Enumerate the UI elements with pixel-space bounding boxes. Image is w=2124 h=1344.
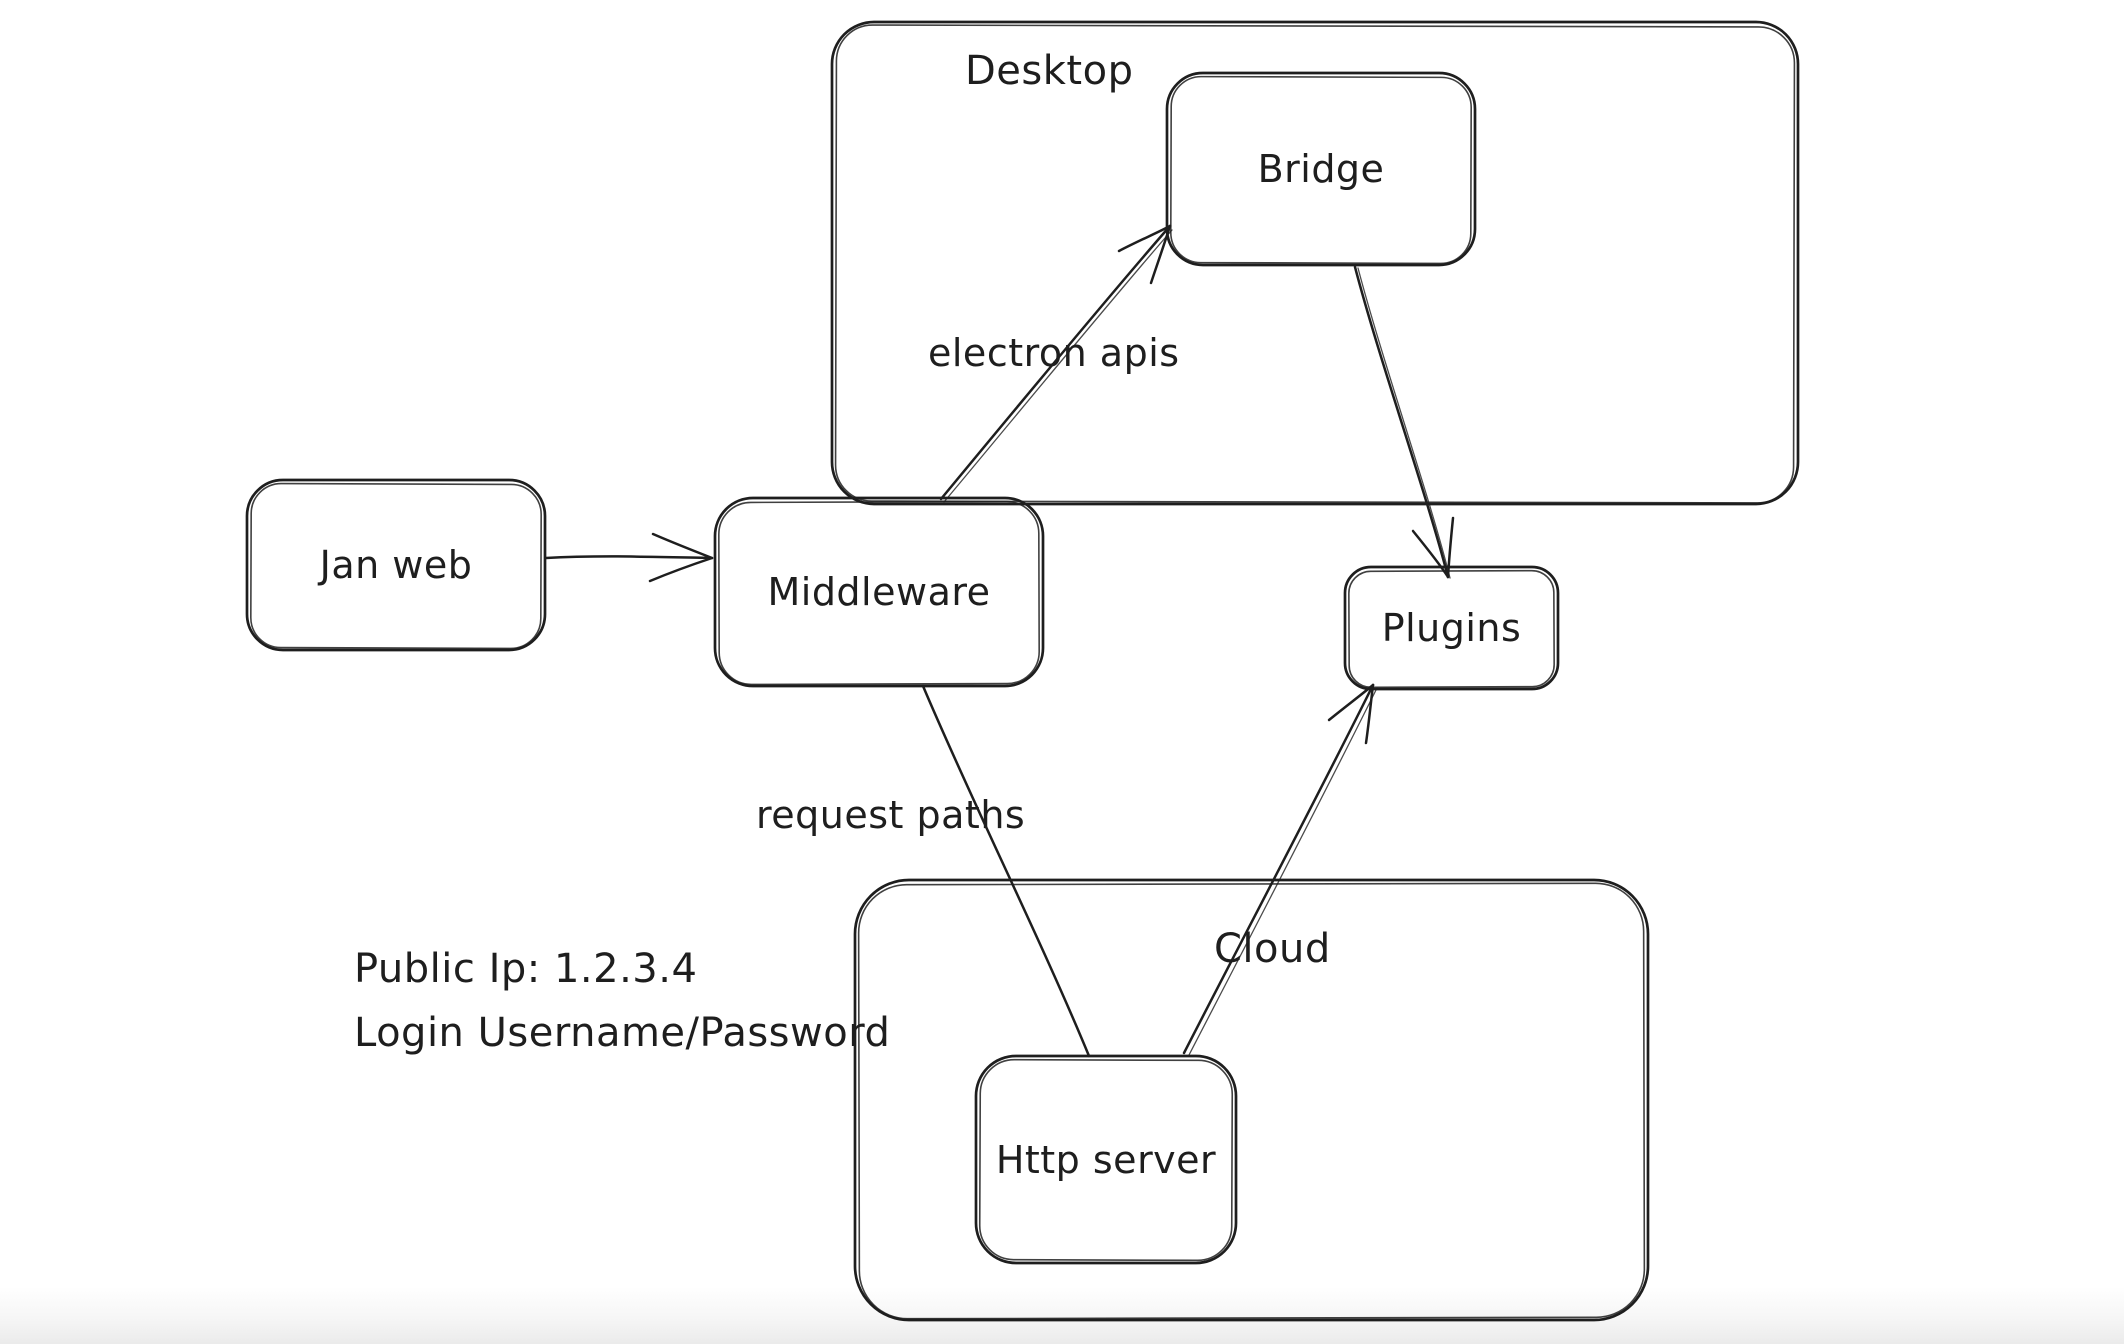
arrow-middleware-to-bridge[interactable]: [939, 224, 1173, 503]
electron-apis-edge-label[interactable]: electron apis: [928, 331, 1180, 375]
cloud-container-label[interactable]: Cloud: [1214, 926, 1331, 972]
bridge-node-label[interactable]: Bridge: [1257, 147, 1385, 191]
jan-web-node-shape[interactable]: [245, 478, 547, 652]
http-server-node-label[interactable]: Http server: [995, 1137, 1217, 1182]
bridge-node-shape[interactable]: [1165, 71, 1477, 267]
middleware-node-label[interactable]: Middleware: [767, 570, 991, 614]
jan-web-node-label[interactable]: Jan web: [319, 543, 473, 587]
http-server-node-shape[interactable]: [974, 1054, 1238, 1265]
middleware-node-shape[interactable]: [713, 496, 1045, 688]
plugins-node-label[interactable]: Plugins: [1381, 606, 1522, 650]
arrow-jan-web-to-middleware[interactable]: [544, 532, 714, 583]
login-annotation[interactable]: Login Username/Password: [354, 1010, 891, 1056]
arrow-http-server-to-plugins[interactable]: [1182, 683, 1378, 1056]
desktop-container-shape[interactable]: [830, 20, 1800, 506]
public-ip-annotation[interactable]: Public Ip: 1.2.3.4: [354, 946, 698, 992]
request-paths-edge-label[interactable]: request paths: [756, 793, 1026, 837]
line-middleware-to-http-server[interactable]: [921, 684, 1091, 1058]
plugins-node-shape[interactable]: [1343, 565, 1560, 691]
desktop-container-label[interactable]: Desktop: [965, 48, 1134, 94]
arrow-bridge-to-plugins[interactable]: [1353, 265, 1455, 579]
cloud-container-shape[interactable]: [853, 878, 1650, 1322]
